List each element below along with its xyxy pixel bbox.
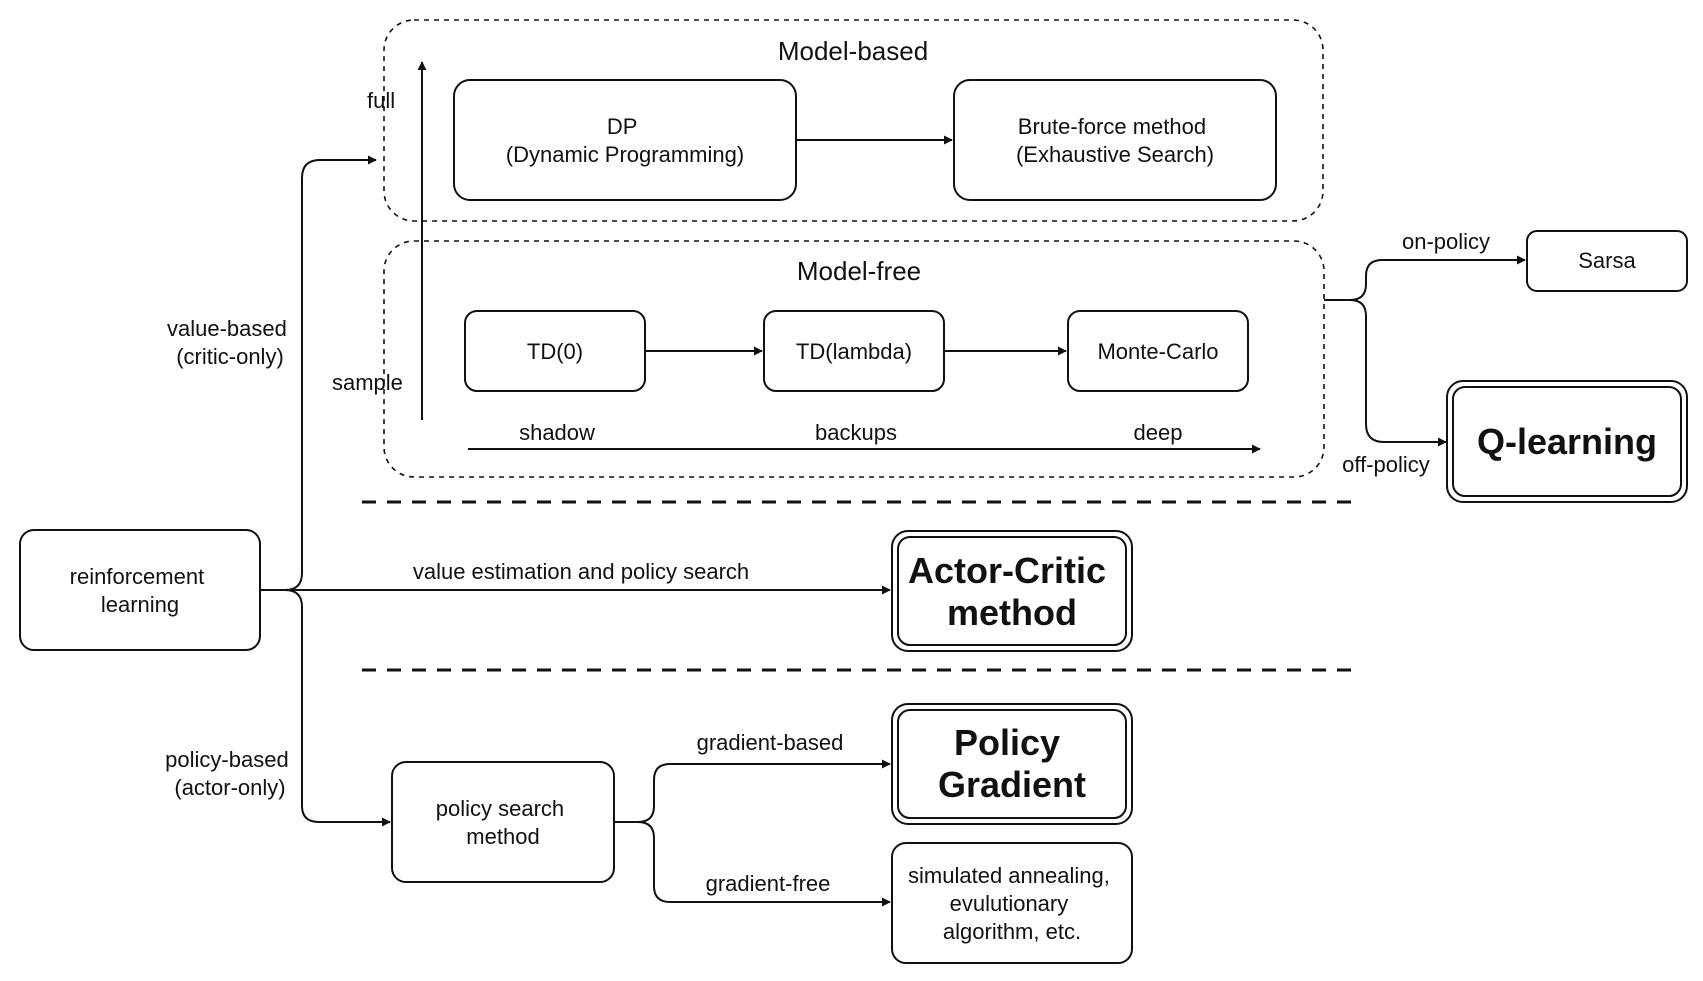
off-policy-connector: [1324, 299, 1447, 447]
montecarlo-label: Monte-Carlo: [1097, 339, 1218, 364]
montecarlo-node[interactable]: [1067, 310, 1249, 392]
gradient-based-connector: [614, 759, 891, 823]
axis-label-shadow: shadow: [519, 420, 595, 445]
reinforcement-learning-label: reinforcement learning: [70, 564, 211, 617]
brute-force-label: Brute-force method (Exhaustive Search): [1016, 114, 1214, 167]
sarsa-label: Sarsa: [1578, 248, 1636, 273]
axis-label-sample: sample: [332, 370, 403, 395]
td0-label: TD(0): [527, 339, 583, 364]
qlearning-node-inner-border: [1452, 386, 1682, 497]
on-policy-connector: [1324, 255, 1526, 301]
value-based-label: value-based (critic-only): [167, 316, 293, 369]
tdlambda-label: TD(lambda): [796, 339, 912, 364]
actor-critic-node-inner-border: [897, 536, 1127, 646]
gradient-free-methods-node[interactable]: [891, 842, 1133, 964]
dp-node[interactable]: [453, 79, 797, 201]
dp-label: DP (Dynamic Programming): [506, 114, 744, 167]
axis-label-full: full: [367, 88, 395, 113]
reinforcement-learning-node[interactable]: [19, 529, 261, 651]
gradient-free-label: gradient-free: [706, 871, 831, 896]
value-estimation-label: value estimation and policy search: [413, 559, 749, 584]
axis-label-deep: deep: [1134, 420, 1183, 445]
actor-critic-label: Actor-Critic method: [908, 550, 1116, 633]
policy-search-label: policy search method: [436, 796, 571, 849]
brute-force-node[interactable]: [953, 79, 1277, 201]
policy-gradient-node-inner-border: [897, 709, 1127, 819]
gradient-free-connector: [614, 821, 891, 907]
model-based-group: [383, 19, 1324, 222]
qlearning-label: Q-learning: [1477, 421, 1657, 462]
on-policy-label: on-policy: [1402, 229, 1490, 254]
model-free-title: Model-free: [797, 256, 921, 286]
policy-gradient-label: Policy Gradient: [938, 722, 1086, 805]
model-free-group: [383, 240, 1325, 478]
off-policy-label: off-policy: [1342, 452, 1430, 477]
policy-based-label: policy-based (actor-only): [165, 747, 295, 800]
axis-label-backups: backups: [815, 420, 897, 445]
sarsa-node[interactable]: [1526, 230, 1688, 292]
gradient-based-label: gradient-based: [697, 730, 844, 755]
model-based-title: Model-based: [778, 36, 928, 66]
policy-search-node[interactable]: [391, 761, 615, 883]
gradient-free-methods-label: simulated annealing, evulutionary algori…: [908, 863, 1116, 944]
